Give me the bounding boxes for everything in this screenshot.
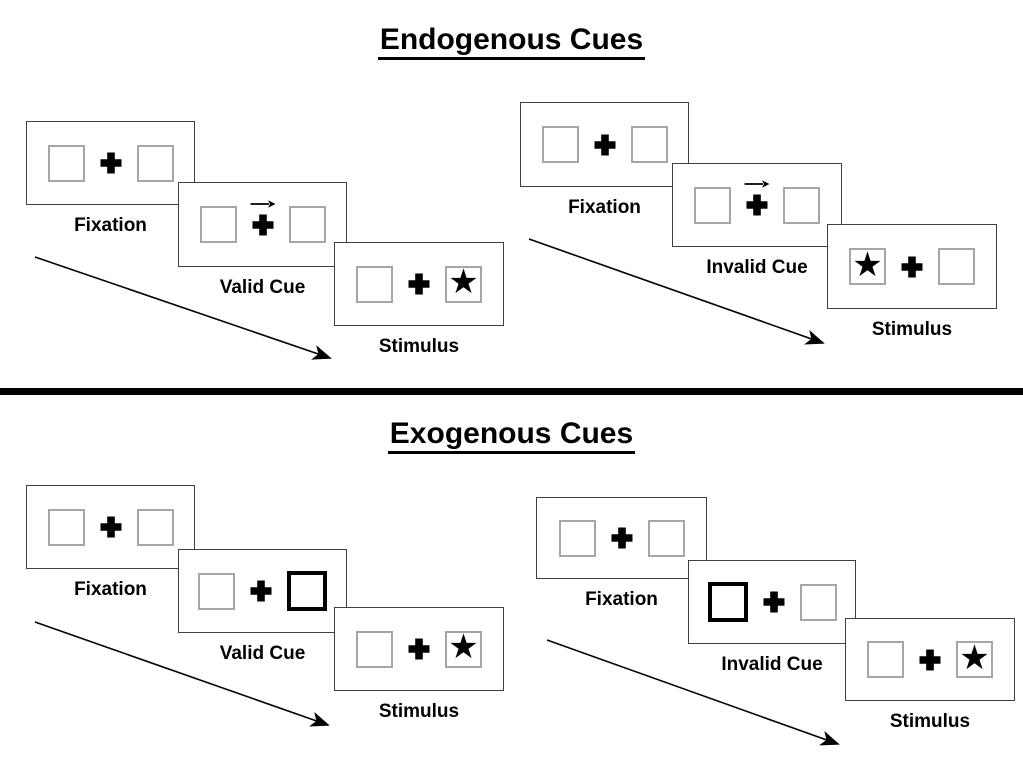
placeholder-box — [867, 641, 904, 678]
section-title-endogenous: Endogenous Cues — [0, 22, 1023, 60]
panel-label: Fixation — [74, 579, 147, 600]
timeline-arrow-icon — [528, 238, 825, 345]
stimulus-panel: ★ — [334, 607, 504, 691]
valid-cue-panel — [178, 549, 347, 633]
fixation-cross — [744, 180, 770, 216]
fixation-cross-icon — [763, 591, 784, 613]
fixation-cross — [609, 527, 635, 549]
placeholder-box — [694, 186, 731, 224]
placeholder-box — [541, 126, 579, 163]
fixation-cross-icon — [408, 638, 430, 660]
star-icon: ★ — [852, 245, 883, 284]
placeholder-box — [288, 206, 326, 243]
stimulus-panel: ★ — [845, 618, 1015, 701]
placeholder-box — [47, 508, 85, 546]
star-box: ★ — [445, 628, 482, 668]
fixation-cross-icon — [100, 516, 121, 538]
section-divider — [0, 388, 1023, 395]
fixation-panel — [26, 121, 195, 205]
panel-label: Fixation — [74, 215, 147, 236]
panel-label: Invalid Cue — [721, 654, 823, 675]
panel-label: Stimulus — [871, 319, 953, 340]
star-icon: ★ — [448, 263, 479, 301]
placeholder-box — [198, 572, 235, 610]
fixation-cross-icon — [252, 214, 273, 235]
cue-highlight-box — [287, 571, 327, 611]
fixation-cross — [98, 152, 124, 174]
stimulus-panel: ★ — [334, 242, 504, 326]
panel-label: Valid Cue — [219, 277, 306, 298]
placeholder-box — [356, 630, 393, 668]
right-arrow-icon — [744, 180, 770, 188]
fixation-panel — [520, 102, 689, 187]
fixation-cross-icon — [746, 194, 768, 216]
placeholder-box — [630, 126, 668, 163]
panel-label: Fixation — [568, 197, 641, 218]
fixation-cross-icon — [594, 134, 615, 155]
placeholder-box — [647, 519, 685, 557]
placeholder-box — [558, 519, 596, 557]
timeline-arrow-icon — [546, 639, 840, 746]
fixation-cross-icon — [250, 580, 272, 602]
panel-label: Stimulus — [378, 336, 460, 357]
star-box: ★ — [445, 263, 482, 303]
placeholder-box — [783, 186, 820, 224]
panel-label: Invalid Cue — [706, 257, 808, 278]
fixation-cross — [98, 516, 124, 538]
star-box: ★ — [956, 641, 993, 678]
placeholder-box — [47, 144, 85, 182]
fixation-panel — [536, 497, 707, 579]
fixation-cross-icon — [919, 649, 941, 670]
panel-label: Stimulus — [378, 701, 460, 722]
placeholder-box — [938, 248, 975, 285]
placeholder-box — [136, 144, 174, 182]
panel-label: Fixation — [585, 589, 658, 610]
fixation-cross — [250, 199, 276, 236]
star-icon: ★ — [959, 638, 990, 677]
fixation-cross-icon — [100, 152, 121, 174]
stimulus-panel: ★ — [827, 224, 997, 309]
invalid-cue-panel — [688, 560, 856, 644]
fixation-cross — [406, 638, 432, 660]
placeholder-box — [199, 206, 237, 243]
fixation-cross — [899, 256, 925, 278]
star-box: ★ — [849, 248, 886, 285]
section-title-exogenous: Exogenous Cues — [0, 416, 1023, 454]
fixation-cross-icon — [611, 527, 632, 549]
placeholder-box — [136, 508, 174, 546]
placeholder-box — [356, 265, 393, 303]
fixation-cross — [917, 649, 943, 671]
star-icon: ★ — [448, 628, 479, 666]
invalid-cue-panel — [672, 163, 842, 247]
right-arrow-icon — [250, 199, 275, 208]
timeline-arrow-icon — [34, 256, 332, 360]
fixation-cross — [248, 580, 274, 602]
panel-label: Valid Cue — [219, 643, 306, 664]
fixation-cross-icon — [408, 273, 430, 295]
fixation-cross — [406, 273, 432, 295]
placeholder-box — [799, 583, 837, 621]
timeline-arrow-icon — [34, 621, 330, 727]
cue-highlight-box — [707, 582, 748, 622]
fixation-panel — [26, 485, 195, 569]
panel-label: Stimulus — [889, 711, 971, 732]
valid-cue-panel — [178, 182, 347, 267]
fixation-cross-icon — [901, 256, 923, 277]
fixation-cross — [761, 591, 787, 613]
fixation-cross — [592, 134, 618, 156]
